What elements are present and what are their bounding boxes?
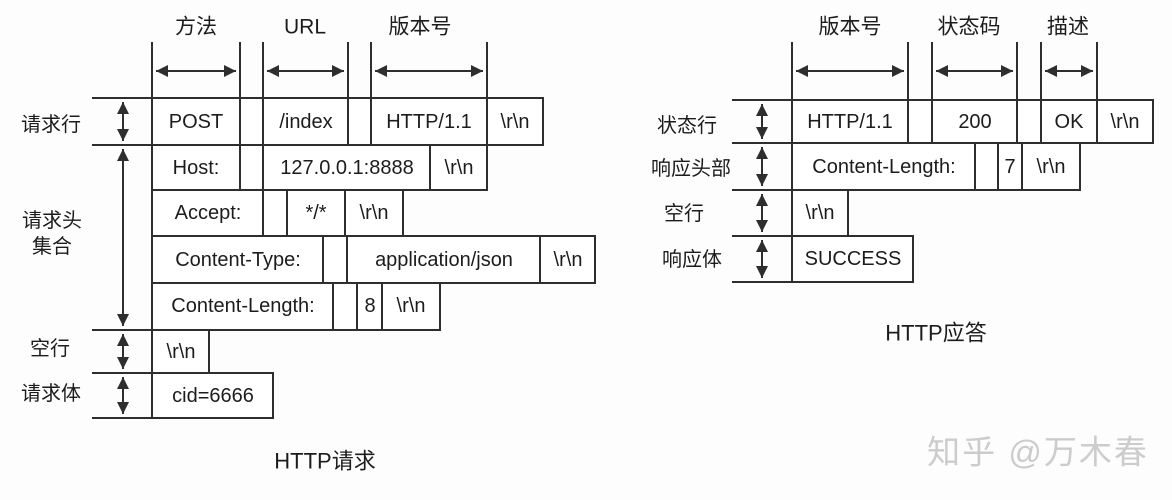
request-body-row: cid=6666 [151,372,274,419]
request-crlf-cell [151,329,210,374]
response-row-label-status-line: 状态行 [657,114,717,137]
content-length-value-text: 8 [364,295,375,317]
request-crlf-text: \r\n [167,341,196,363]
response-row-ticks [732,99,792,283]
response-status-text: OK [1055,111,1085,133]
request-crlf-cell [381,282,441,331]
response-column-label-description: 描述 [1047,16,1089,39]
request-crlf-text: \r\n [445,157,474,179]
response-body-text: SUCCESS [805,248,902,270]
request-crlf-cell [486,97,544,146]
request-url-cell [262,97,349,146]
response-column-ticks [791,42,1098,100]
request-row-label-body: 请求体 [21,382,81,405]
request-content-length-header-row: Content-Length: 8 \r\n [151,282,441,331]
request-body-text: cid=6666 [172,385,254,407]
watermark: 知乎 @万木春 [927,434,1149,471]
request-caption: HTTP请求 [274,449,375,474]
host-value-cell [262,144,431,191]
response-status-code-text: 200 [958,111,991,133]
accept-name-cell [151,189,264,237]
request-content-type-header-row: Content-Type: application/json \r\n [151,235,596,284]
response-space-cell [1016,99,1042,144]
request-url-text: /index [279,111,332,133]
request-space-cell [262,189,288,237]
request-line-row: POST /index HTTP/1.1 \r\n [151,97,544,146]
response-content-length-name-cell [791,142,976,191]
response-status-line-row: HTTP/1.1 200 OK \r\n [791,99,1154,144]
response-empty-line-row: \r\n [791,189,849,237]
request-column-label-version: 版本号 [389,16,452,39]
request-row-label-headers-line2: 集合 [32,235,72,258]
request-method-text: POST [169,111,223,133]
content-length-value-cell [356,282,383,331]
response-space-cell [974,142,999,191]
accept-name-text: Accept: [175,202,242,224]
request-column-label-url: URL [284,16,326,39]
response-content-length-value-text: 7 [1004,156,1015,178]
request-row-label-headers-line1: 请求头 [22,209,82,232]
response-row-label-empty-line: 空行 [664,202,704,225]
request-space-cell [322,235,348,284]
response-crlf-text: \r\n [1037,156,1066,178]
response-crlf-text: \r\n [806,202,835,224]
content-type-value-cell [346,235,541,284]
response-content-length-header-row: Content-Length: 7 \r\n [791,142,1081,191]
request-space-cell [239,144,264,191]
response-row-label-body: 响应体 [662,248,722,271]
request-crlf-cell [429,144,488,191]
request-body-cell [151,372,274,419]
response-crlf-cell [1096,99,1154,144]
response-caption: HTTP应答 [885,321,986,346]
request-space-cell [347,97,372,146]
response-space-cell [907,99,933,144]
response-content-length-name-text: Content-Length: [812,156,955,178]
response-crlf-cell [1021,142,1081,191]
request-space-cell [332,282,358,331]
response-version-cell [791,99,909,144]
content-length-name-text: Content-Length: [171,295,314,317]
response-column-label-version: 版本号 [819,16,882,39]
response-column-label-status-code: 状态码 [938,16,1001,39]
request-row-label-empty-line: 空行 [30,337,70,360]
request-row-label-request-line: 请求行 [21,113,81,136]
request-crlf-cell [539,235,596,284]
accept-value-text: */* [305,202,326,224]
content-type-value-text: application/json [375,249,513,271]
request-host-header-row: Host: 127.0.0.1:8888 \r\n [151,144,488,191]
response-row-label-headers: 响应头部 [651,157,731,180]
request-crlf-text: \r\n [554,249,583,271]
request-column-ticks [151,42,488,98]
response-body-row: SUCCESS [791,235,914,283]
request-column-label-method: 方法 [175,16,217,39]
http-response-diagram: 版本号 状态码 描述 [651,16,1154,346]
request-version-text: HTTP/1.1 [386,111,472,133]
request-empty-line-row: \r\n [151,329,210,374]
response-crlf-text: \r\n [1111,111,1140,133]
response-version-text: HTTP/1.1 [807,111,893,133]
request-row-ticks [92,97,152,419]
request-space-cell [239,97,264,146]
host-name-text: Host: [173,157,220,179]
content-type-name-text: Content-Type: [175,249,301,271]
request-accept-header-row: Accept: */* \r\n [151,189,404,237]
request-crlf-text: \r\n [397,295,426,317]
response-body-cell [791,235,914,283]
request-crlf-text: \r\n [501,111,530,133]
request-crlf-text: \r\n [360,202,389,224]
host-value-text: 127.0.0.1:8888 [280,157,413,179]
http-request-diagram: 方法 URL 版本号 [21,16,596,474]
